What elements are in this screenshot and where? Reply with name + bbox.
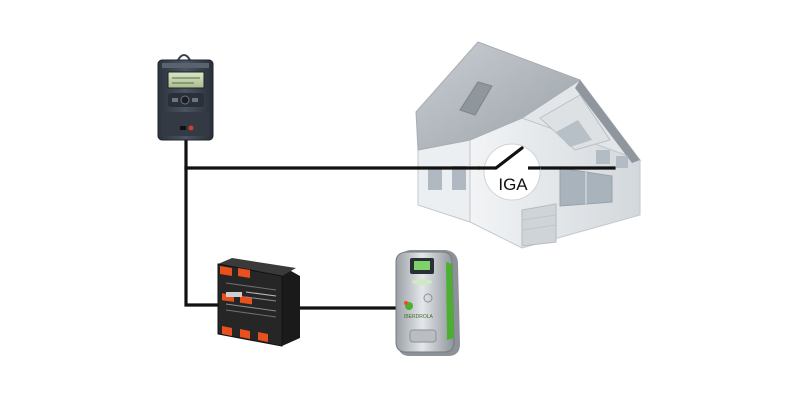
ev-charger-icon: IBERDROLA	[395, 250, 460, 356]
switch-label: IGA	[498, 175, 528, 194]
wiring	[184, 138, 616, 310]
circuit-breaker-icon: IGA	[478, 143, 541, 201]
wire-meter-to-relay	[184, 166, 220, 307]
house-icon	[415, 41, 642, 249]
din-rail-module-icon	[217, 258, 300, 347]
energy-meter-icon	[157, 54, 214, 141]
charging-station-brand: IBERDROLA	[404, 314, 434, 320]
